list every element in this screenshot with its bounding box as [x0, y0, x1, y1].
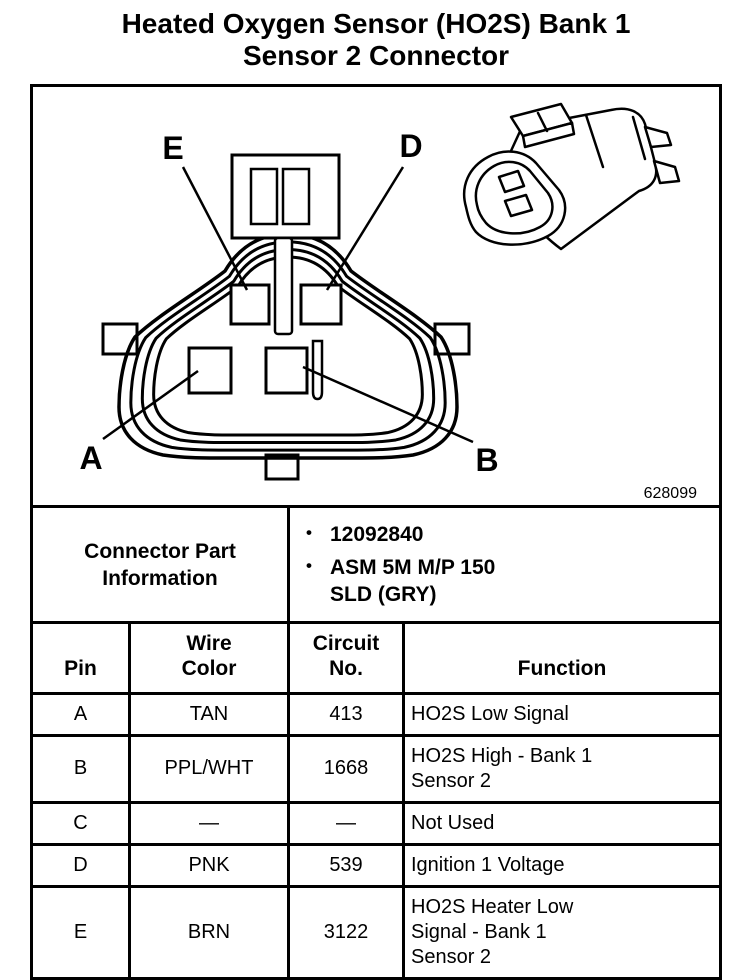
- leader-line-a: [102, 370, 199, 441]
- col-header-function: Function: [402, 621, 722, 695]
- title-line-1: Heated Oxygen Sensor (HO2S) Bank 1: [121, 8, 631, 39]
- function-cell: HO2S Low Signal: [402, 691, 722, 737]
- col-header-circuit-no: Circuit No.: [287, 621, 405, 695]
- pin-label-b: B: [475, 442, 498, 478]
- bullet-icon: •: [306, 523, 312, 543]
- locking-tab-slot-right: [281, 168, 311, 226]
- table-header-row: Pin Wire Color Circuit No. Function: [30, 621, 722, 695]
- page-title: Heated Oxygen Sensor (HO2S) Bank 1 Senso…: [0, 0, 752, 72]
- connector-pinout-table: Connector Part Information • 12092840 • …: [30, 505, 722, 980]
- function-cell: Not Used: [402, 800, 722, 846]
- cavity-a: [187, 346, 233, 395]
- pin-cell: D: [30, 842, 131, 888]
- iso-rear-tab-upper: [643, 126, 673, 149]
- iso-cavity-2: [503, 194, 534, 218]
- pin-row-c: C — — Not Used: [30, 800, 722, 846]
- wire-color-cell: TAN: [128, 691, 290, 737]
- circuit-no-cell: 1668: [287, 733, 405, 804]
- iso-cavity-1: [497, 170, 526, 194]
- circuit-no-cell: 413: [287, 691, 405, 737]
- leader-line-b: [302, 366, 474, 444]
- iso-body-line: [584, 114, 605, 169]
- leader-line-e: [181, 166, 249, 291]
- connector-face-diagram: E D A B: [79, 103, 697, 502]
- function-cell: Ignition 1 Voltage: [402, 842, 722, 888]
- function-cell: HO2S High - Bank 1 Sensor 2: [402, 733, 722, 804]
- pin-cell: B: [30, 733, 131, 804]
- circuit-no-cell: 539: [287, 842, 405, 888]
- part-number: 12092840: [330, 523, 424, 547]
- pin-row-d: D PNK 539 Ignition 1 Voltage: [30, 842, 722, 888]
- pin-row-e: E BRN 3122 HO2S Heater Low Signal - Bank…: [30, 884, 722, 980]
- pin-label-e: E: [162, 130, 183, 166]
- connector-part-info-label: Connector Part Information: [30, 505, 290, 625]
- col-header-pin: Pin: [30, 621, 131, 695]
- connector-part-info-text: Connector Part Information: [84, 539, 236, 590]
- figure-number: 628099: [644, 485, 697, 502]
- iso-lock-tab-side: [521, 122, 576, 149]
- part-description-item: • ASM 5M M/P 150 SLD (GRY): [306, 554, 711, 609]
- side-tab-left: [101, 322, 139, 356]
- circuit-no-cell: —: [287, 800, 405, 846]
- part-info-row: Connector Part Information • 12092840 • …: [30, 505, 722, 625]
- iso-lock-tab-line: [536, 112, 549, 133]
- index-pin: [311, 340, 324, 401]
- col-header-wire-color: Wire Color: [128, 621, 290, 695]
- connector-isometric-view: [462, 103, 681, 251]
- wire-color-cell: PPL/WHT: [128, 733, 290, 804]
- pin-cell: E: [30, 884, 131, 980]
- part-number-item: • 12092840: [306, 521, 711, 548]
- connector-diagram-box: E D A B: [30, 84, 722, 509]
- cavity-e: [229, 283, 271, 326]
- bullet-icon: •: [306, 555, 312, 575]
- cavity-b: [264, 346, 309, 395]
- circuit-no-cell: 3122: [287, 884, 405, 980]
- function-cell: HO2S Heater Low Signal - Bank 1 Sensor 2: [402, 884, 722, 980]
- wire-color-cell: —: [128, 800, 290, 846]
- locking-tab-slot-left: [249, 168, 279, 226]
- iso-rear-tab-lower: [652, 160, 681, 185]
- iso-face-inner: [474, 160, 554, 235]
- pin-label-a: A: [79, 440, 102, 476]
- part-description: ASM 5M M/P 150 SLD (GRY): [330, 555, 496, 606]
- cavity-d: [299, 283, 343, 326]
- connector-part-info-values: • 12092840 • ASM 5M M/P 150 SLD (GRY): [287, 505, 722, 625]
- title-line-2: Sensor 2 Connector: [242, 40, 510, 72]
- iso-body-line2: [631, 116, 647, 161]
- side-tab-right: [433, 322, 471, 356]
- center-slot: [273, 237, 294, 336]
- leader-line-d: [325, 166, 405, 292]
- pin-row-a: A TAN 413 HO2S Low Signal: [30, 691, 722, 737]
- wire-color-cell: PNK: [128, 842, 290, 888]
- wire-color-cell: BRN: [128, 884, 290, 980]
- pin-label-d: D: [399, 128, 422, 164]
- pin-cell: A: [30, 691, 131, 737]
- pin-cell: C: [30, 800, 131, 846]
- content: E D A B: [30, 84, 722, 980]
- pin-row-b: B PPL/WHT 1668 HO2S High - Bank 1 Sensor…: [30, 733, 722, 804]
